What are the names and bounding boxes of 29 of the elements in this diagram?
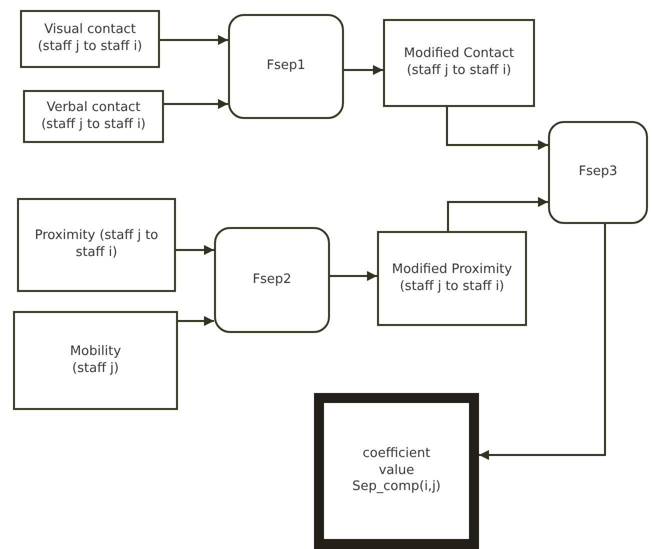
- input-box: [377, 231, 527, 326]
- node-label: Modified Proximity (staff j to staff i): [390, 262, 514, 296]
- node-label: Verbal contact (staff j to staff i): [40, 100, 147, 134]
- arrow: [479, 224, 606, 460]
- arrow: [178, 316, 214, 326]
- node-label: Modified Contact (staff j to staff i): [402, 46, 516, 80]
- node-label: Mobility (staff j): [68, 344, 122, 378]
- arrow: [160, 35, 228, 45]
- node-label: Visual contact (staff j to staff i): [36, 22, 144, 56]
- function-box: [228, 14, 344, 119]
- arrow: [344, 65, 383, 75]
- arrow: [164, 99, 228, 109]
- node-label: coefficient value Sep_comp(i,j): [351, 446, 442, 496]
- arrow: [447, 197, 548, 231]
- input-box: [23, 90, 164, 143]
- node-label: Proximity (staff j to staff i): [34, 228, 160, 262]
- arrow: [176, 245, 214, 255]
- output-box: [314, 393, 479, 549]
- function-box: [548, 121, 648, 224]
- node-label: Fsep3: [578, 164, 618, 181]
- input-box: [13, 311, 178, 410]
- node-label: Fsep1: [266, 58, 306, 75]
- input-box: [17, 198, 176, 292]
- function-box: [214, 227, 330, 333]
- arrow: [446, 107, 548, 150]
- arrow: [330, 271, 377, 281]
- input-box: [383, 19, 535, 107]
- node-label: Fsep2: [252, 272, 292, 288]
- input-box: [20, 10, 160, 68]
